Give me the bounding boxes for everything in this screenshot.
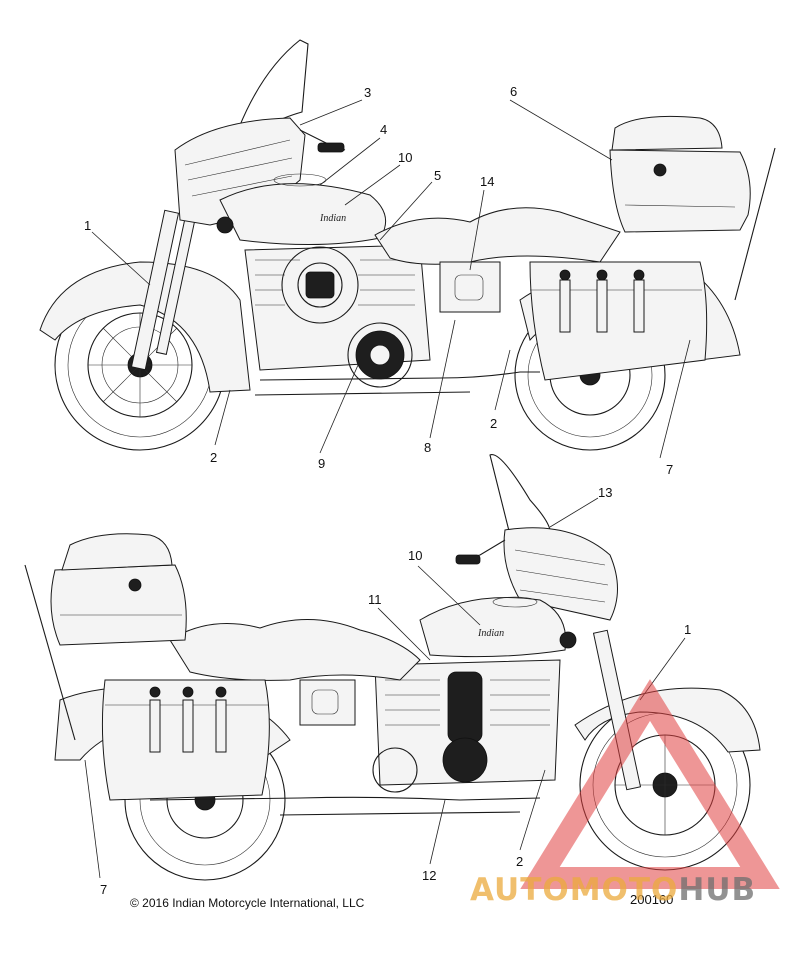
fuel-tank [219,183,387,246]
callout-8: 8 [424,440,431,455]
callout-12: 12 [422,868,436,883]
antenna [734,147,776,301]
saddlebag [529,261,708,381]
callout-9: 9 [318,456,325,471]
seat [374,207,621,265]
trunk [609,115,751,233]
front-fender [39,261,251,393]
diagram-id: 200160 [630,892,674,907]
watermark-triangle [520,679,780,889]
callout-13: 13 [598,485,612,500]
callout-7: 7 [666,462,673,477]
callout-7: 7 [100,882,107,897]
watermark-logo: AUTOMOTOHUB [470,872,756,908]
callout-14: 14 [480,174,494,189]
exhaust-pipe [259,371,540,381]
callout-6: 6 [510,84,517,99]
watermark-part-b: HUB [678,872,757,908]
motorcycle-left-view: Indian [39,39,776,451]
callout-4: 4 [380,122,387,137]
callout-1: 1 [684,622,691,637]
svg-text:Indian: Indian [319,213,346,224]
callout-10: 10 [408,548,422,563]
svg-text:Indian: Indian [477,628,504,639]
callout-10: 10 [398,150,412,165]
callout-11: 11 [368,592,382,607]
callout-2: 2 [490,416,497,431]
leader-lines-top [91,99,691,459]
copyright-text: © 2016 Indian Motorcycle International, … [130,896,365,910]
trunk-right [50,533,187,646]
engine-right [372,659,561,793]
callouts-top: 1 2 2 3 4 5 6 7 8 9 10 14 [84,84,673,477]
callout-5: 5 [434,168,441,183]
watermark-part-a: AUTOMOTO [470,872,679,908]
saddlebag-right [101,679,270,801]
callout-1: 1 [84,218,91,233]
front-fork [130,205,199,371]
motorcycle-right-view: Indian [24,454,761,881]
callout-2: 2 [210,450,217,465]
engine [244,244,431,388]
callout-3: 3 [364,85,371,100]
callout-2: 2 [516,854,523,869]
callouts-bottom: 1 2 7 10 11 12 13 [100,485,691,897]
